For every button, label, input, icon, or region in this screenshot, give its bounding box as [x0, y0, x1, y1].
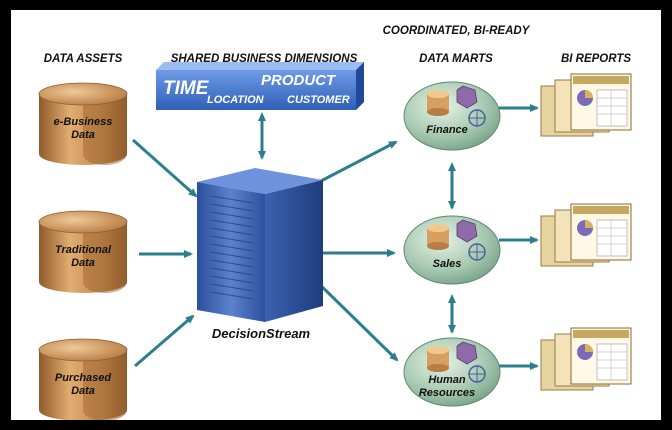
header-bi-reports: BI REPORTS — [560, 53, 632, 65]
mart-sales — [403, 215, 501, 285]
mart-label-line2: Resources — [418, 387, 476, 399]
mart-label-line1: Sales — [432, 258, 462, 270]
arrow-hub-to-hr — [309, 274, 399, 362]
header-data-marts-line1: COORDINATED, BI-READY — [382, 25, 530, 37]
shared-dimensions-box — [156, 62, 364, 110]
dimension-customer: CUSTOMER — [287, 94, 350, 106]
asset-label-line1: Purchased — [54, 372, 112, 384]
asset-label-line2: Data — [71, 129, 95, 141]
hub-label: DecisionStream — [211, 326, 311, 341]
cylinder-ebusiness — [38, 82, 128, 165]
asset-label-ebusiness: e-Business Data — [31, 116, 135, 142]
mart-label-line1: Finance — [426, 124, 468, 136]
asset-label-line2: Data — [71, 385, 95, 397]
header-shared-dimensions: SHARED BUSINESS DIMENSIONS — [170, 53, 358, 65]
arrow-hub-to-finance — [318, 140, 398, 184]
mart-label-sales: Sales — [407, 258, 487, 271]
header-data-assets: DATA ASSETS — [43, 53, 123, 65]
mart-finance — [403, 81, 501, 151]
mart-label-line1: Human — [428, 374, 466, 386]
report-stack-sales — [540, 203, 632, 267]
diagram-canvas: DATA ASSETS SHARED BUSINESS DIMENSIONS C… — [11, 10, 661, 420]
asset-label-traditional: Traditional Data — [31, 244, 135, 270]
cylinder-purchased — [38, 338, 128, 420]
mart-hr — [403, 337, 501, 407]
header-data-marts-line2: DATA MARTS — [419, 53, 493, 65]
cylinder-traditional — [38, 210, 128, 293]
dimension-product: PRODUCT — [261, 72, 336, 89]
server-icon — [197, 168, 323, 322]
asset-label-line1: e-Business — [53, 116, 113, 128]
dimension-time: TIME — [163, 78, 209, 99]
mart-label-hr: Human Resources — [407, 374, 487, 400]
mart-label-finance: Finance — [407, 124, 487, 137]
flow-arrows — [132, 104, 539, 370]
arrow-ebusiness-to-hub — [132, 138, 198, 198]
arrow-purchased-to-hub — [134, 314, 195, 368]
asset-label-purchased: Purchased Data — [31, 372, 135, 398]
report-stack-finance — [540, 73, 632, 137]
diagram-graphics — [38, 62, 632, 420]
dimension-location: LOCATION — [207, 94, 264, 106]
asset-label-line1: Traditional — [54, 244, 112, 256]
report-stack-hr — [540, 327, 632, 391]
asset-label-line2: Data — [71, 257, 95, 269]
